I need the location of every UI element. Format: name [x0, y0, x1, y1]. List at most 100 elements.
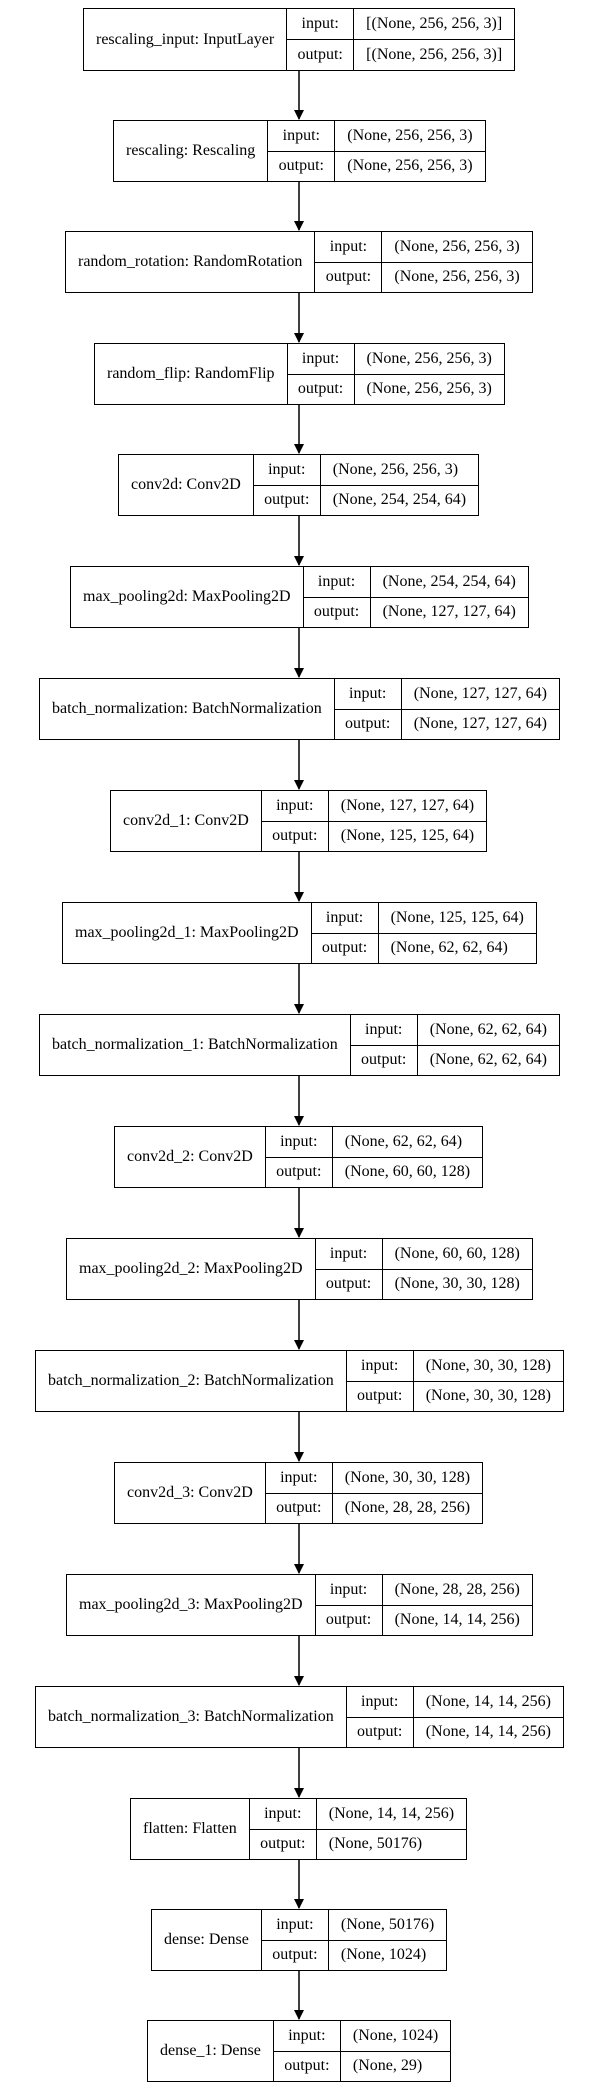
layer-io-table: input:(None, 62, 62, 64)output:(None, 60…: [265, 1127, 483, 1187]
layer-output-shape: (None, 28, 28, 256): [344, 1499, 471, 1517]
layer-output-shape: (None, 30, 30, 128): [394, 1275, 520, 1293]
layer-output-row: output:(None, 29): [273, 2050, 451, 2081]
layer-input-row: input: (None, 256, 256, 3): [268, 121, 484, 151]
layer-input-key: input:: [315, 232, 383, 262]
layer-input-shape: (None, 127, 127, 64): [340, 796, 475, 814]
layer-name: conv2d_1: Conv2D: [111, 791, 262, 851]
layer-io-table: input:(None, 256, 256, 3)output:(None, 2…: [287, 344, 504, 404]
layer-input-shape: (None, 14, 14, 256): [328, 1804, 455, 1822]
layer-output-row: output:(None, 30, 30, 128): [346, 1380, 563, 1411]
layer-output-row: output:(None, 30, 30, 128): [315, 1268, 532, 1299]
layer-output-row: output:[(None, 256, 256, 3)]: [287, 39, 515, 70]
layer-input-key: input:: [254, 455, 321, 485]
layer-input-shape: (None, 127, 127, 64): [413, 684, 547, 702]
layer-output-key: output:: [347, 1381, 414, 1411]
layer-name: conv2d_3: Conv2D: [115, 1463, 266, 1523]
layer-output-row: output: (None, 62, 62, 64): [311, 932, 536, 963]
layer-io-table: input: (None, 30, 30, 128) output:(None, 3…: [346, 1351, 563, 1411]
layer-input-key: input:: [262, 791, 329, 821]
layer-output-shape: (None, 1024): [340, 1946, 427, 1964]
layer-io-table: input: (None, 127, 127, 64) output:(None, …: [261, 791, 487, 851]
layer-io-table: input: (None, 256, 256, 3)output: (None, 2…: [268, 121, 485, 181]
layer-output-shape: (None, 127, 127, 64): [382, 603, 516, 621]
layer-output-shape: (None, 14, 14, 256): [394, 1611, 520, 1629]
layer-input-shape: (None, 30, 30, 128): [344, 1468, 471, 1486]
layer-output-key: output:: [274, 2051, 341, 2081]
layer-input-key: input:: [268, 121, 336, 151]
layer-input-shape: (None, 1024): [352, 2026, 439, 2044]
layer-input-key: input:: [347, 1351, 414, 1381]
layer-output-key: output:: [287, 40, 355, 70]
layer-name: max_pooling2d_3: MaxPooling2D: [67, 1575, 316, 1635]
layer-input-row: input:(None, 256, 256, 3): [288, 344, 504, 374]
layer-name: batch_normalization_2: BatchNormalizatio…: [36, 1351, 347, 1411]
layer-output-row: output: (None, 14, 14, 256): [315, 1604, 532, 1635]
layer-input-row: input:(None, 127, 127, 64): [335, 679, 559, 709]
layer-input-row: input:[(None, 256, 256, 3)]: [287, 9, 514, 39]
layer-input-key: input:: [351, 1015, 418, 1045]
layer-output-shape: (None, 62, 62, 64): [390, 939, 508, 957]
layer-input-shape: (None, 256, 256, 3): [366, 349, 492, 367]
layer-input-shape: (None, 256, 256, 3): [394, 237, 520, 255]
layer-name: random_flip: RandomFlip: [95, 344, 288, 404]
layer-io-table: input:(None, 50176)output:(None, 1024): [261, 1910, 447, 1970]
layer-input-key: input:: [287, 9, 355, 39]
layer-name: flatten: Flatten: [131, 1799, 250, 1859]
layer-output-row: output:(None, 125, 125, 64): [261, 820, 487, 851]
layer-output-row: output: (None, 28, 28, 256): [265, 1492, 483, 1523]
layer-input-shape: (None, 62, 62, 64): [429, 1020, 547, 1038]
layer-output-key: output:: [266, 1493, 333, 1523]
layer-input-row: input:(None, 1024): [274, 2021, 450, 2051]
layer-name: conv2d_2: Conv2D: [115, 1127, 266, 1187]
layer-output-key: output:: [254, 485, 321, 515]
layer-node: batch_normalization_2: BatchNormalizatio…: [35, 1350, 564, 1412]
layer-output-key: output:: [262, 1940, 329, 1970]
layer-output-row: output:(None, 14, 14, 256): [346, 1716, 563, 1747]
layer-input-key: input:: [266, 1463, 333, 1493]
layer-output-shape: (None, 256, 256, 3): [394, 268, 520, 286]
layer-output-shape: (None, 60, 60, 128): [344, 1163, 471, 1181]
layer-output-shape: (None, 127, 127, 64): [413, 715, 547, 733]
layer-input-shape: (None, 256, 256, 3): [347, 126, 473, 144]
layer-output-key: output:: [316, 1605, 383, 1635]
layer-input-shape: (None, 125, 125, 64): [390, 908, 524, 926]
layer-output-key: output:: [268, 151, 336, 181]
layer-name: max_pooling2d_1: MaxPooling2D: [63, 903, 312, 963]
layer-io-table: input: (None, 256, 256, 3) output: (None, 2…: [315, 232, 532, 292]
layer-input-row: input:(None, 60, 60, 128): [316, 1239, 532, 1269]
layer-output-key: output:: [312, 933, 379, 963]
layer-io-table: input:(None, 60, 60, 128)output:(None, 3…: [315, 1239, 532, 1299]
layer-io-table: input:(None, 28, 28, 256)output: (None, 1…: [315, 1575, 532, 1635]
layer-output-row: output:(None, 60, 60, 128): [265, 1156, 483, 1187]
layer-input-row: input:(None, 125, 125, 64): [312, 903, 536, 933]
layer-output-key: output:: [304, 597, 371, 627]
layer-input-row: input:(None, 254, 254, 64): [304, 567, 528, 597]
layer-input-row: input:(None, 28, 28, 256): [316, 1575, 532, 1605]
layer-io-table: input:[(None, 256, 256, 3)]output:[(None…: [287, 9, 515, 70]
layer-input-row: input: (None, 30, 30, 128): [266, 1463, 482, 1493]
layer-output-row: output: (None, 256, 256, 3): [315, 261, 532, 292]
layer-input-key: input:: [304, 567, 371, 597]
layer-output-key: output:: [347, 1717, 414, 1747]
layer-name: random_rotation: RandomRotation: [66, 232, 316, 292]
layer-input-shape: (None, 14, 14, 256): [425, 1692, 551, 1710]
layer-io-table: input:(None, 14, 14, 256)output:(None, 5…: [249, 1799, 467, 1859]
layer-input-key: input:: [316, 1575, 383, 1605]
layer-input-shape: (None, 50176): [340, 1915, 435, 1933]
layer-input-shape: (None, 30, 30, 128): [425, 1356, 551, 1374]
layer-input-row: input: (None, 256, 256, 3): [315, 232, 531, 262]
layer-output-key: output:: [315, 262, 383, 292]
layer-output-shape: (None, 50176): [328, 1835, 423, 1853]
layer-input-shape: (None, 62, 62, 64): [344, 1132, 463, 1150]
